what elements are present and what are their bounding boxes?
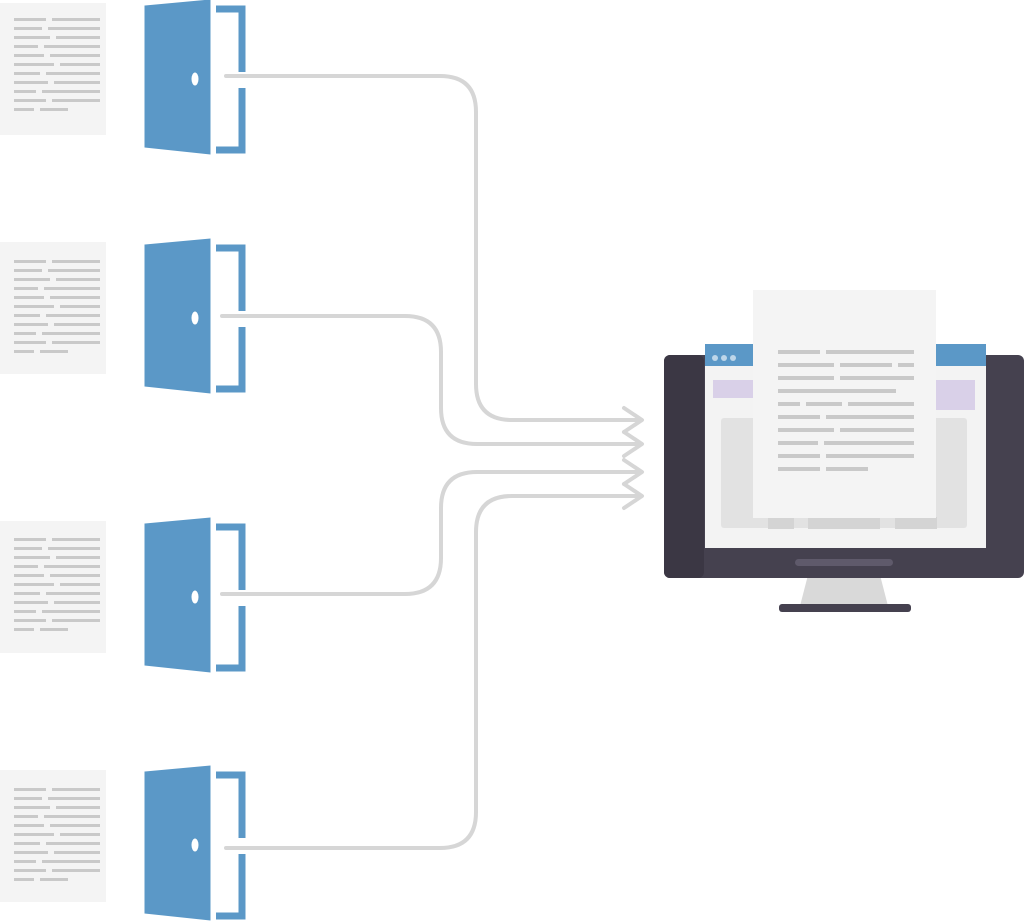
source-4 (0, 766, 242, 920)
connector-lines (220, 74, 642, 850)
source-2 (0, 239, 242, 393)
arrowheads (622, 406, 644, 510)
monitor-stand (800, 575, 888, 606)
document-icon (0, 3, 106, 135)
screen-tab (808, 517, 880, 529)
browser-dot-icon (730, 355, 736, 361)
connector-source-1 (224, 74, 642, 422)
door-icon (145, 766, 242, 920)
document-lines (778, 350, 914, 471)
arrowhead-4 (622, 482, 644, 510)
monitor-speaker (795, 559, 893, 566)
arrowhead-1 (622, 406, 644, 434)
monitor-bezel-shade (664, 355, 704, 578)
screen-tab (895, 517, 937, 529)
connector-source-4 (224, 494, 642, 850)
source-3 (0, 518, 242, 672)
monitor-icon (664, 290, 1024, 612)
screen-highlight-left (713, 380, 759, 398)
arrowhead-3 (622, 458, 644, 486)
browser-dot-icon (712, 355, 718, 361)
source-1 (0, 0, 242, 154)
screen-tab (768, 517, 794, 529)
browser-dot-icon (721, 355, 727, 361)
connector-source-3 (220, 470, 642, 596)
connector-source-2 (220, 314, 642, 446)
monitor-base (779, 604, 911, 612)
arrowhead-2 (622, 430, 644, 458)
document-icon (0, 521, 106, 653)
